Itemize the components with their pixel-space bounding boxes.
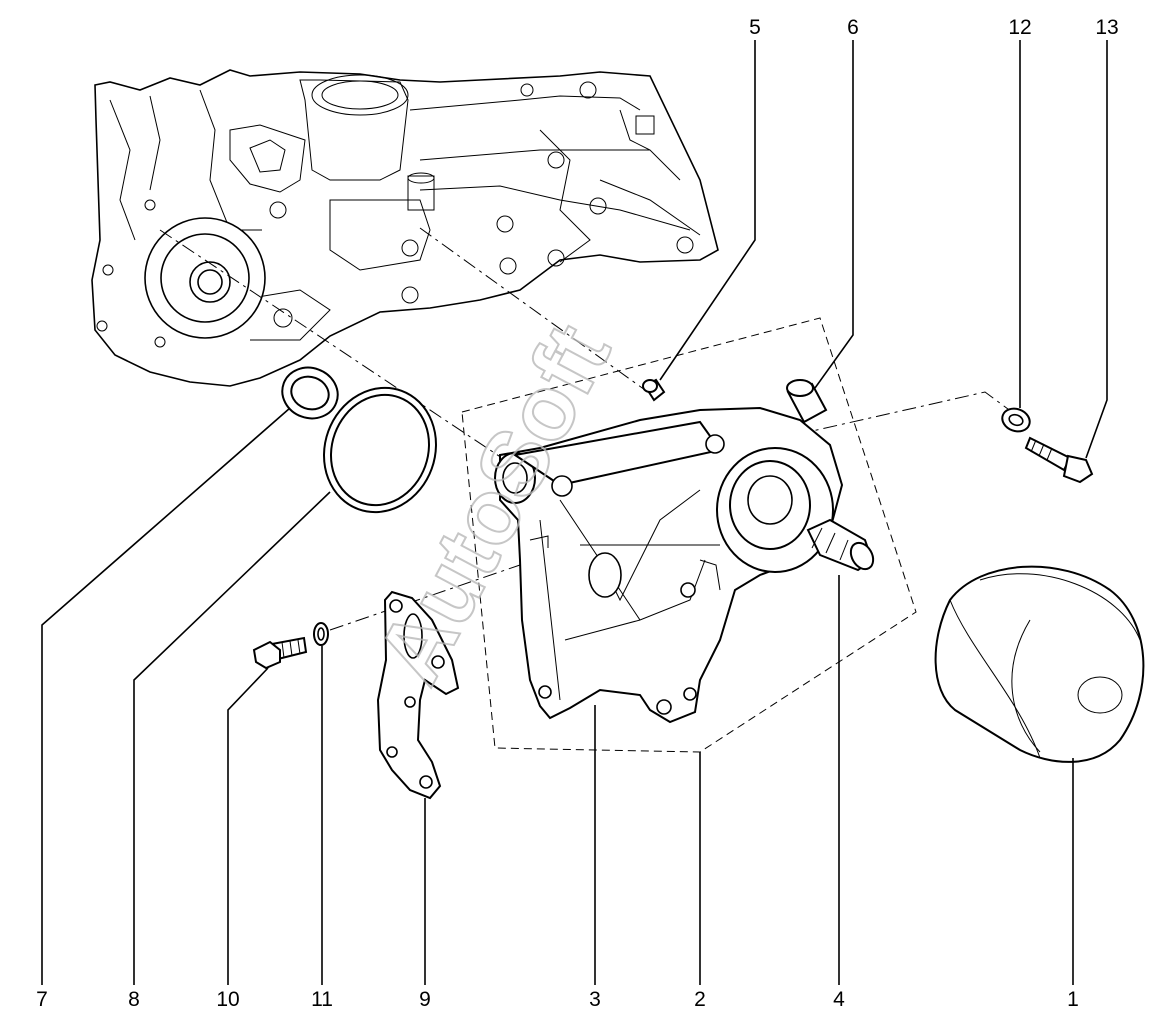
bolt-short bbox=[252, 636, 308, 670]
callout-12: 12 bbox=[1008, 16, 1031, 39]
washer bbox=[1001, 407, 1031, 433]
spring-washer bbox=[313, 622, 329, 646]
support-plate bbox=[376, 590, 460, 800]
callout-2: 2 bbox=[694, 988, 706, 1011]
callout-13: 13 bbox=[1095, 16, 1118, 39]
oil-filter bbox=[934, 565, 1145, 763]
callout-8: 8 bbox=[128, 988, 140, 1011]
threaded-nipple bbox=[806, 518, 875, 572]
bolt-long bbox=[1024, 436, 1094, 484]
callout-4: 4 bbox=[833, 988, 845, 1011]
callout-9: 9 bbox=[419, 988, 431, 1011]
seal-ring bbox=[281, 366, 339, 420]
callout-labels: 5 6 12 13 7 8 10 11 9 3 2 4 1 bbox=[36, 16, 1119, 1011]
leader-lines bbox=[41, 40, 1108, 985]
callout-5: 5 bbox=[749, 16, 761, 39]
dowel-pin bbox=[642, 378, 666, 402]
assembly-boundary bbox=[461, 317, 917, 753]
callout-6: 6 bbox=[847, 16, 859, 39]
callout-10: 10 bbox=[216, 988, 239, 1011]
callout-7: 7 bbox=[36, 988, 48, 1011]
oil-filter-bracket bbox=[494, 406, 844, 724]
callout-3: 3 bbox=[589, 988, 601, 1011]
o-ring bbox=[323, 386, 437, 514]
callout-11: 11 bbox=[311, 988, 333, 1011]
callout-1: 1 bbox=[1067, 988, 1079, 1011]
plug bbox=[786, 379, 828, 424]
engine-block bbox=[91, 69, 719, 387]
